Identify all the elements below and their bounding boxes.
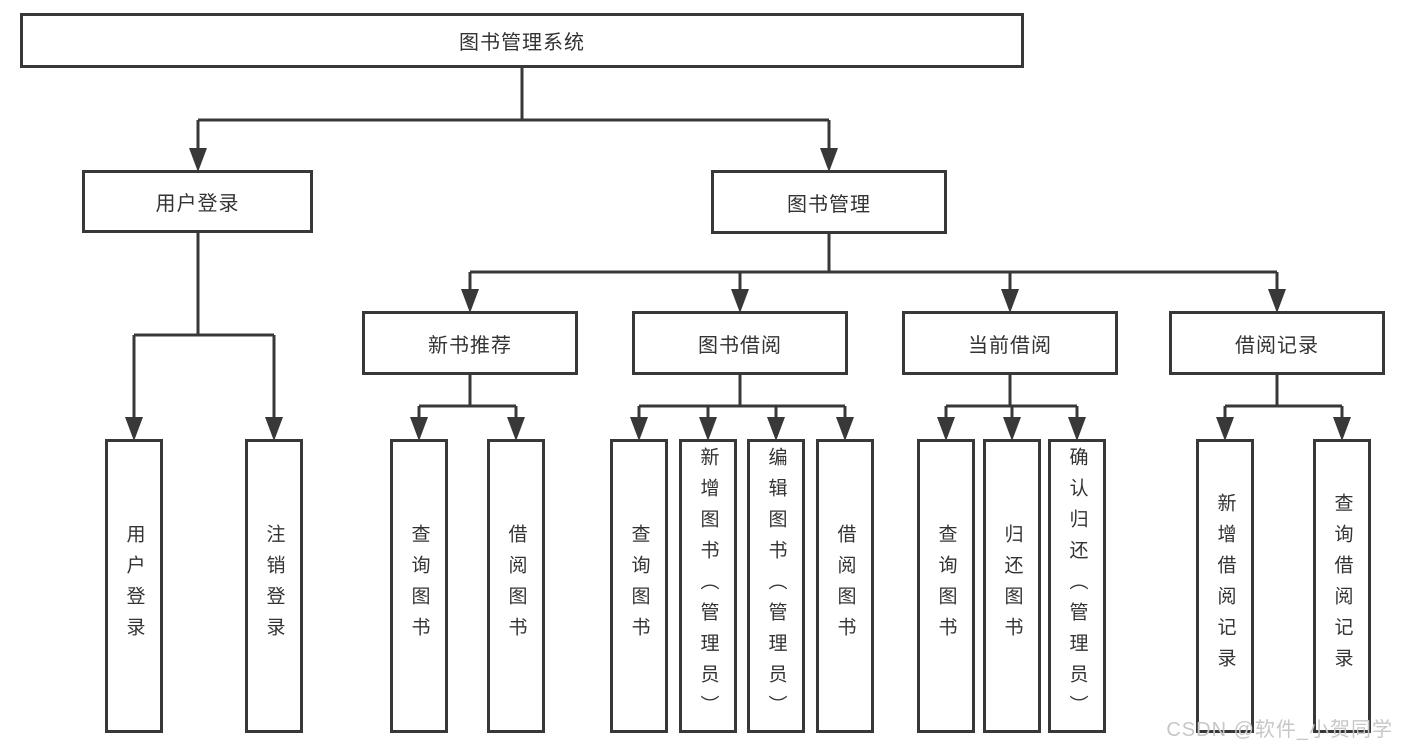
leaf-query-books: 查询图书	[390, 439, 448, 733]
connector-new-book-recommend-to-leaves	[417, 375, 518, 419]
connector-user-login-to-leaves	[132, 233, 276, 419]
leaf-return-books: 归还图书	[983, 439, 1041, 733]
node-new-book-recommend: 新书推荐	[362, 311, 578, 375]
arrow-down-icon	[937, 417, 955, 441]
arrow-down-icon	[731, 289, 749, 313]
arrow-down-icon	[507, 417, 525, 441]
arrow-down-icon	[767, 417, 785, 441]
node-borrow-record: 借阅记录	[1169, 311, 1385, 375]
arrow-down-icon	[125, 417, 143, 441]
node-user-login: 用户登录	[82, 170, 313, 233]
leaf-label: 借阅图书	[834, 524, 856, 648]
leaf-label: 注销登录	[263, 524, 285, 648]
arrow-down-icon	[461, 289, 479, 313]
leaf-edit-books-admin: 编辑图书（管理员）	[747, 439, 805, 733]
node-label: 图书管理系统	[459, 32, 585, 54]
connector-current-borrow-to-leaves	[944, 375, 1079, 419]
node-label: 当前借阅	[968, 334, 1052, 357]
node-label: 用户登录	[155, 193, 240, 215]
node-library-management-system: 图书管理系统	[20, 13, 1024, 68]
arrow-down-icon	[836, 417, 854, 441]
leaf-label: 借阅图书	[505, 524, 527, 648]
node-current-borrow: 当前借阅	[902, 311, 1118, 375]
node-label: 新书推荐	[428, 334, 512, 357]
arrow-down-icon	[1268, 289, 1286, 313]
arrowheads	[125, 148, 1351, 441]
leaf-label: 查询图书	[408, 524, 430, 648]
arrow-down-icon	[630, 417, 648, 441]
node-label: 图书借阅	[698, 334, 782, 357]
leaf-confirm-return-admin: 确认归还（管理员）	[1048, 439, 1106, 733]
leaf-label: 新增图书（管理员）	[697, 446, 719, 726]
leaf-label: 用户登录	[123, 524, 145, 648]
leaf-label: 查询图书	[935, 524, 957, 648]
connector-root-to-level2	[196, 68, 831, 150]
leaf-borrow-books: 借阅图书	[816, 439, 874, 733]
leaf-query-books: 查询图书	[610, 439, 668, 733]
arrow-down-icon	[699, 417, 717, 441]
connector-book-borrow-to-leaves	[637, 375, 847, 419]
arrow-down-icon	[1001, 289, 1019, 313]
node-label: 借阅记录	[1235, 334, 1319, 357]
leaf-logout: 注销登录	[245, 439, 303, 733]
leaf-label: 新增借阅记录	[1214, 493, 1236, 679]
leaf-label: 编辑图书（管理员）	[765, 446, 787, 726]
node-book-borrow: 图书借阅	[632, 311, 848, 375]
arrow-down-icon	[820, 148, 838, 172]
csdn-watermark: CSDN @软件_小贺同学	[1166, 719, 1393, 741]
leaf-label: 查询图书	[628, 524, 650, 648]
arrow-down-icon	[1068, 417, 1086, 441]
leaf-borrow-books: 借阅图书	[487, 439, 545, 733]
leaf-add-books-admin: 新增图书（管理员）	[679, 439, 737, 733]
leaf-label: 归还图书	[1001, 524, 1023, 648]
connector-book-management-to-level3	[468, 234, 1279, 291]
arrow-down-icon	[1333, 417, 1351, 441]
leaf-user-login: 用户登录	[105, 439, 163, 733]
arrow-down-icon	[189, 148, 207, 172]
leaf-query-borrow-record: 查询借阅记录	[1313, 439, 1371, 733]
leaf-add-borrow-record: 新增借阅记录	[1196, 439, 1254, 733]
node-book-management: 图书管理	[711, 170, 947, 234]
arrow-down-icon	[265, 417, 283, 441]
leaf-label: 查询借阅记录	[1331, 493, 1353, 679]
arrow-down-icon	[410, 417, 428, 441]
arrow-down-icon	[1003, 417, 1021, 441]
connector-borrow-record-to-leaves	[1223, 375, 1344, 419]
node-label: 图书管理	[787, 193, 871, 216]
leaf-label: 确认归还（管理员）	[1066, 446, 1088, 726]
leaf-query-books: 查询图书	[917, 439, 975, 733]
arrow-down-icon	[1216, 417, 1234, 441]
